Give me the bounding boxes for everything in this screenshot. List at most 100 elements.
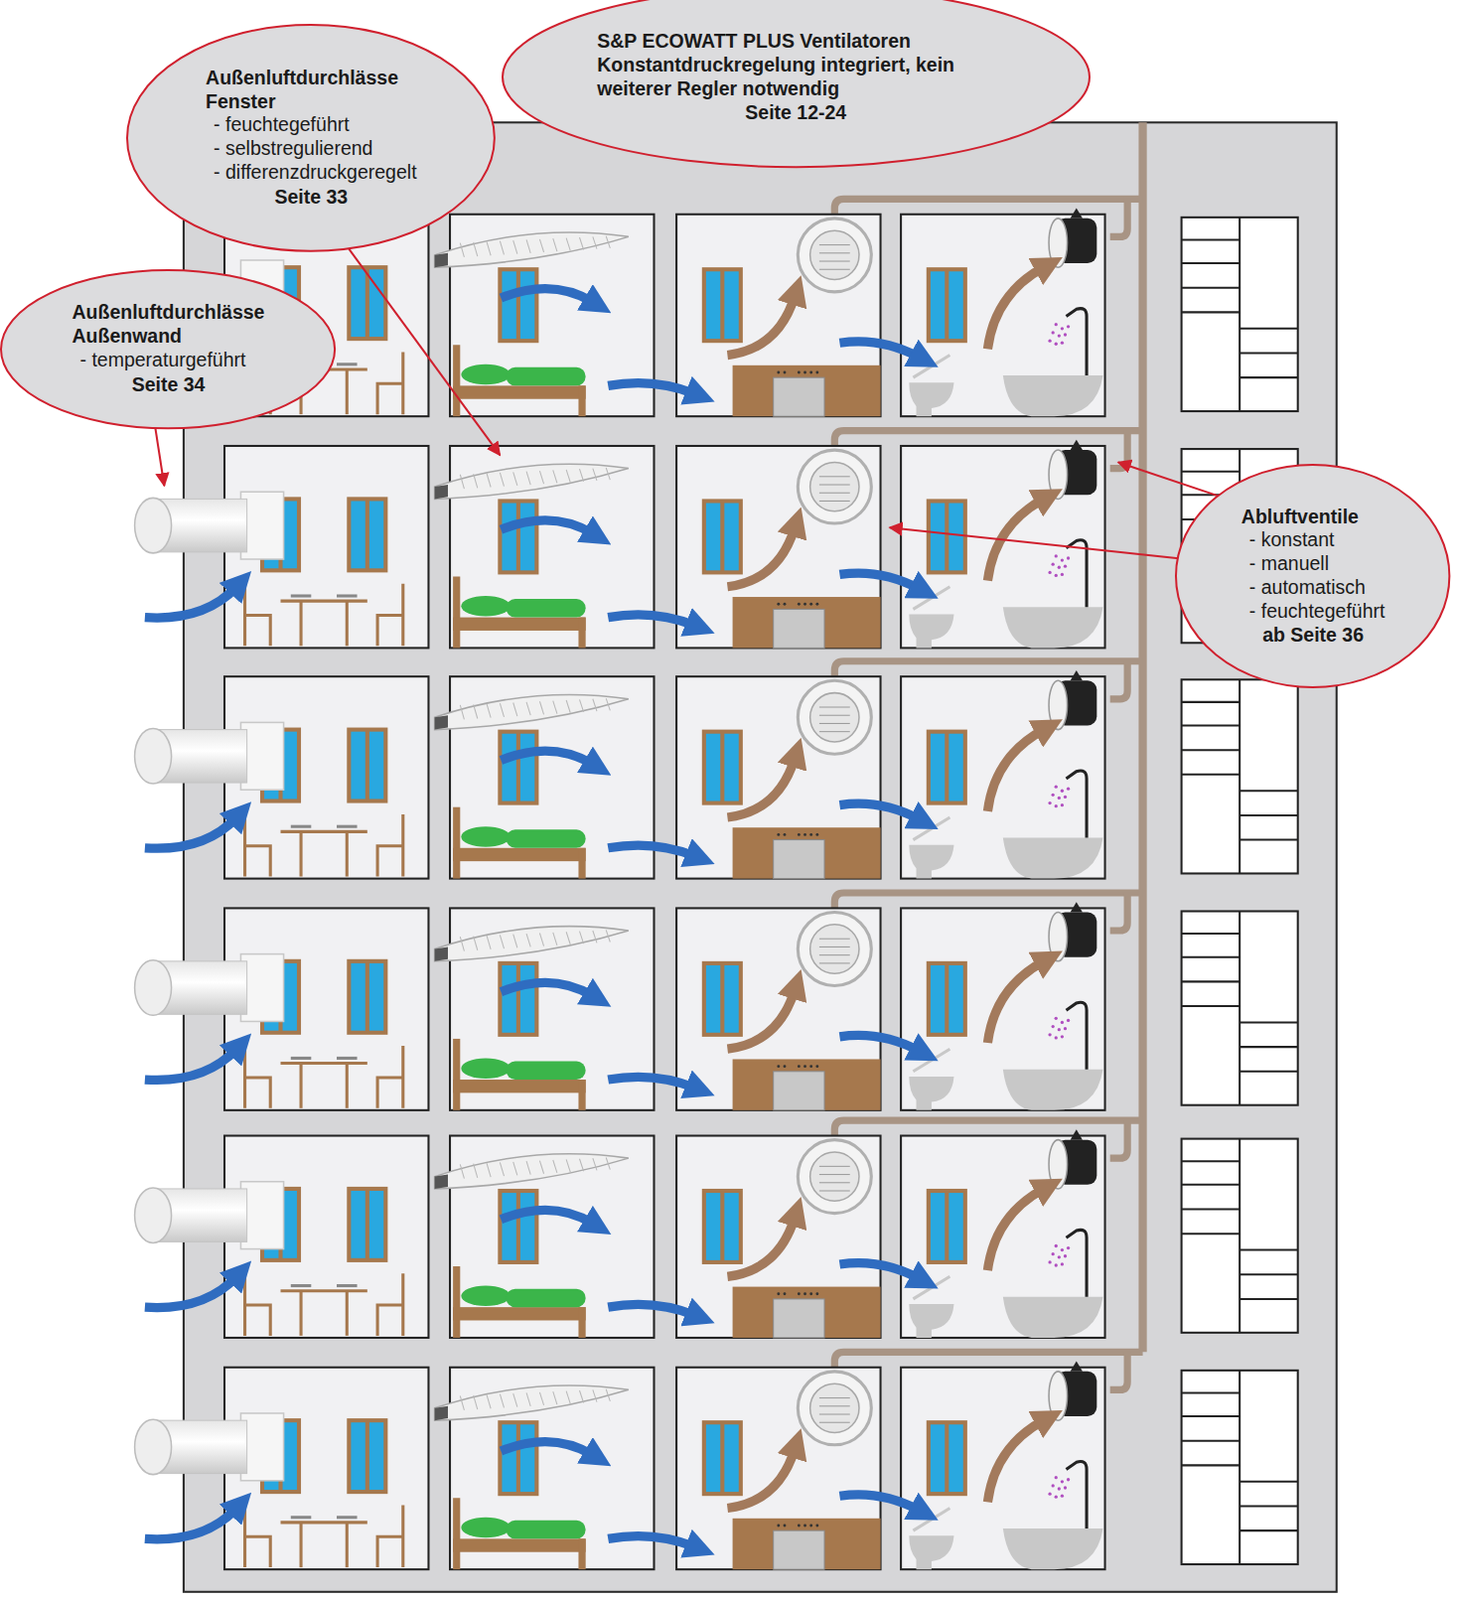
window-pane [283,1190,297,1259]
valve-slot [819,715,851,717]
window-pane [948,1192,963,1261]
window-inlet [435,232,629,268]
valve-ring [797,218,872,292]
room [676,1136,880,1338]
toilet-lid [912,1048,950,1072]
shower-drop [1054,574,1058,578]
air-arrow [607,1076,695,1088]
stove-knob [809,602,813,606]
air-arrow [839,1263,919,1280]
valve-slot [819,938,851,940]
air-arrow [500,982,592,996]
bed-frame [452,1079,586,1093]
floor [135,670,1299,879]
window-frame [702,267,743,343]
grille-slot [473,1395,478,1410]
bathtub [1003,1069,1104,1111]
ellipse-shape [0,270,335,429]
air-arrow [727,527,795,587]
window-pane [706,1192,721,1261]
window-pane [501,503,516,572]
closet-line [1181,1005,1241,1008]
closet-line [1239,1298,1299,1301]
closet-line [1181,956,1241,959]
shower-drop [1066,1019,1070,1022]
grille-slot [499,934,504,949]
window-frame [926,1420,968,1496]
stair-closet [1181,1139,1299,1333]
window-frame [702,498,743,575]
air-arrow [500,289,592,302]
kitchen-exhaust-valve [797,912,872,987]
blanket [506,1289,586,1308]
window-pane [948,271,963,339]
callout-text: S&P ECOWATT PLUS VentilatorenKonstantdru… [596,29,995,126]
window-frame [346,959,388,1035]
valve-flange [1048,912,1067,962]
stove-knob [803,833,807,837]
chair [377,814,404,877]
grille-slot [499,703,504,718]
closet-line [1239,839,1299,842]
table-leg [345,369,349,415]
valve-slot [819,244,851,246]
table-chairs [245,583,404,647]
closet [1181,679,1299,874]
closet-line [1239,1070,1299,1073]
shower-drop [1054,1017,1058,1021]
duct-branch [1110,661,1128,700]
window-pane [930,965,945,1033]
leader-lines [152,249,1225,560]
grille-slot [605,467,610,480]
leader-line [348,249,500,456]
window-inlet-end [435,253,448,268]
closet-line [1181,287,1241,290]
air-arrow [987,961,1044,1043]
window-pane [369,731,384,800]
chair [377,1504,404,1568]
window-inlet-end [435,484,448,499]
valve-flange [1048,218,1067,268]
window-pane [350,1422,365,1490]
pillow [460,1517,510,1539]
plate [291,593,312,597]
wall-inlet-cap [135,729,172,784]
stair-closet [1181,679,1299,874]
pillow [460,364,510,386]
toilet [908,382,954,417]
page-reference: Seite 12-24 [744,101,847,126]
stove-knob [809,1292,813,1296]
window-inlet-body [435,1385,629,1421]
shower-drop [1051,563,1055,567]
closet-line [1181,1415,1241,1418]
shower-drop [1066,556,1070,560]
window-pane [724,965,738,1033]
ellipse-shape [127,24,495,252]
grille-slot [592,236,597,249]
stove-knob [776,1524,780,1528]
shower-drop [1066,1477,1070,1481]
window-pane [948,733,963,802]
table-leg [299,1291,303,1336]
chair [377,583,404,647]
air-arrow [987,1420,1044,1502]
shower-drop [1051,793,1055,797]
air-arrow [500,520,592,534]
shower-drop [1060,1248,1064,1252]
blanket [506,598,586,617]
stove-knob [776,833,780,837]
grille-slot [526,239,531,253]
window-inlet [435,1385,629,1421]
grille-slot [580,237,584,251]
valve-ring [797,449,872,524]
grille-slot [526,1392,531,1406]
grille-slot [592,1158,597,1170]
chair [377,1045,404,1109]
closet-line [1238,679,1241,874]
grille-slot [473,1164,478,1178]
window-pane [501,965,516,1033]
grille-slot [605,1389,610,1402]
shower-drop [1047,1260,1051,1264]
closet-line [1239,327,1299,330]
page-reference: Seite 33 [274,185,348,210]
